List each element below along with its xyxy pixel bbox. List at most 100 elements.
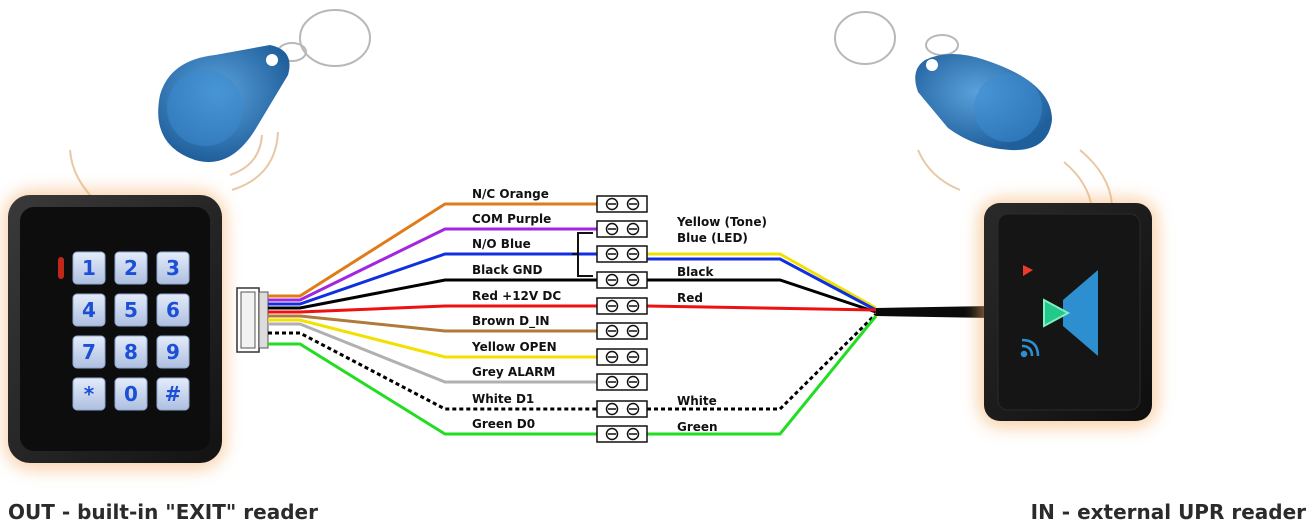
screw-icon [626, 197, 640, 211]
com-no-bracket [572, 232, 593, 277]
screw-icon [605, 324, 619, 338]
terminal-row [596, 245, 648, 263]
right-wire [647, 257, 877, 312]
left-wire-label: Brown D_IN [472, 314, 550, 329]
door-arrow-icon [1043, 270, 1098, 356]
screw-icon [626, 299, 640, 313]
screw-icon [605, 402, 619, 416]
right-wire-label: Blue (LED) [677, 231, 748, 245]
keypad-key-label: 8 [124, 340, 138, 364]
keypad-key-label: 2 [124, 256, 138, 280]
keypad-key: 9 [156, 335, 190, 369]
right-wire [647, 312, 878, 411]
screw-icon [605, 197, 619, 211]
status-led [58, 257, 64, 279]
left-wire [268, 252, 597, 306]
keypad-key: 5 [114, 293, 148, 327]
keypad-key: 3 [156, 251, 190, 285]
right-wire-label: Yellow (Tone) [676, 215, 767, 229]
screw-icon [626, 427, 640, 441]
keypad-key: # [156, 377, 190, 411]
terminal-row [596, 348, 648, 366]
left-wire-label: Green D0 [472, 417, 535, 431]
terminal-row [596, 297, 648, 315]
right-wire-label: Red [677, 291, 703, 305]
terminal-row [596, 195, 648, 213]
keypad-key-label: # [165, 382, 182, 406]
right-wire [647, 278, 877, 314]
terminal-row [596, 400, 648, 418]
keypad-key-label: 0 [124, 382, 138, 406]
screw-icon [626, 222, 640, 236]
left-wire [268, 227, 597, 302]
left-wire [268, 331, 597, 411]
keypad-key-label: 7 [82, 340, 96, 364]
left-wire-label: COM Purple [472, 212, 551, 226]
keypad-key: 8 [114, 335, 148, 369]
screw-icon [626, 247, 640, 261]
right-wire [646, 304, 877, 312]
left-wire-label: Grey ALARM [472, 365, 555, 379]
screw-icon [605, 427, 619, 441]
left-wire [268, 202, 597, 298]
terminal-row [596, 220, 648, 238]
terminal-row [596, 271, 648, 289]
keypad-key: * [72, 377, 106, 411]
screw-icon [605, 375, 619, 389]
ribbon-connector [236, 287, 269, 353]
right-wire [647, 315, 878, 436]
screw-icon [626, 324, 640, 338]
left-wire [268, 304, 597, 314]
screw-icon [605, 350, 619, 364]
screw-icon [605, 222, 619, 236]
keypad-key: 2 [114, 251, 148, 285]
keypad-key: 1 [72, 251, 106, 285]
keypad-key-label: 5 [124, 298, 138, 322]
keypad-key-label: 6 [166, 298, 180, 322]
wifi-indicator-icon [1020, 338, 1040, 358]
screw-icon [626, 273, 640, 287]
left-wire-label: N/C Orange [472, 187, 549, 201]
keypad-key: 0 [114, 377, 148, 411]
left-wire-label: N/O Blue [472, 237, 531, 251]
left-wire-label: Red +12V DC [472, 289, 561, 303]
left-wire-label: Yellow OPEN [471, 340, 557, 354]
screw-icon [626, 375, 640, 389]
terminal-row [596, 425, 648, 443]
upr-reader [978, 198, 1158, 428]
terminal-block [596, 195, 648, 443]
left-wire [268, 318, 597, 359]
right-wire-label: White [677, 394, 717, 408]
screw-icon [626, 350, 640, 364]
screw-icon [605, 273, 619, 287]
left-wire [268, 278, 597, 310]
caption-exit-reader: OUT - built-in "EXIT" reader [8, 500, 318, 524]
screw-icon [605, 247, 619, 261]
cable-bundle [876, 306, 992, 318]
left-wire-label: White D1 [472, 392, 534, 406]
right-wire-label: Black [677, 265, 714, 279]
left-wire-label: Black GND [472, 263, 543, 277]
keypad-key: 7 [72, 335, 106, 369]
right-wire-label: Green [677, 420, 718, 434]
left-wire [268, 314, 597, 333]
screw-icon [626, 402, 640, 416]
keypad-key-label: 3 [166, 256, 180, 280]
red-indicator-icon [1023, 265, 1033, 276]
right-wire-labels: Yellow (Tone) Blue (LED) BlackRedWhiteGree… [676, 215, 767, 434]
keypad-key: 6 [156, 293, 190, 327]
terminal-row [596, 373, 648, 391]
screw-icon [605, 299, 619, 313]
right-key-fob [834, 11, 1113, 209]
wires [268, 202, 878, 436]
keypad-key-label: 4 [82, 298, 96, 322]
keypad-key-label: 1 [82, 256, 96, 280]
terminal-row [596, 322, 648, 340]
left-fob-ring-icon [277, 9, 371, 67]
right-wire [647, 252, 877, 310]
caption-upr-reader: IN - external UPR reader [1030, 500, 1306, 524]
